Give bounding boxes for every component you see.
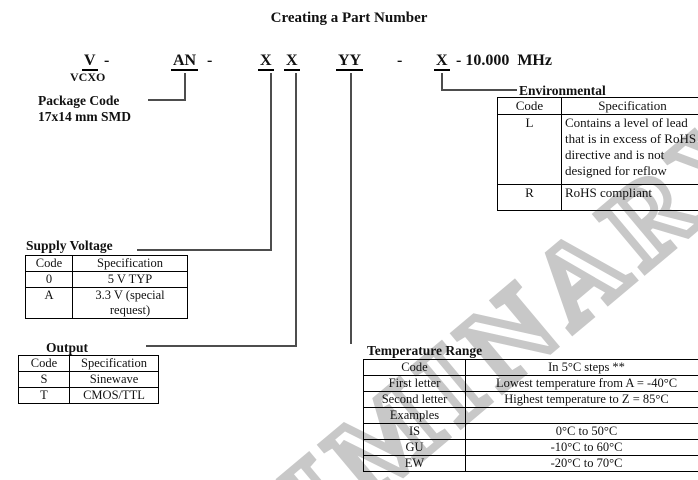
connector-environmental-horizontal [441, 89, 517, 91]
table-row: A 3.3 V (special request) [25, 287, 188, 319]
table-row: EW -20°C to 70°C [363, 455, 698, 472]
code-cell: Second letter [363, 391, 466, 408]
page-title: Creating a Part Number [270, 10, 428, 26]
output-table: Code Specification S Sinewave T CMOS/TTL [18, 355, 159, 404]
spec-cell: 0°C to 50°C [465, 423, 698, 440]
environmental-table: Code Specification L Contains a level of… [497, 97, 698, 211]
table-row: L Contains a level of lead that is in ex… [497, 114, 698, 185]
table-row: Second letter Highest temperature to Z =… [363, 391, 698, 408]
connector-series-vertical [184, 73, 186, 101]
table-row: Code In 5°C steps ** [363, 359, 698, 376]
pn-series-code: AN [171, 52, 199, 71]
pn-dash-3: - [397, 52, 403, 69]
spec-cell: RoHS compliant [561, 184, 698, 211]
header-cell: Specification [561, 97, 698, 115]
spec-cell: Contains a level of lead that is in exce… [561, 114, 698, 185]
header-cell: Code [25, 255, 73, 272]
table-row: First letter Lowest temperature from A =… [363, 375, 698, 392]
table-row: IS 0°C to 50°C [363, 423, 698, 440]
pn-env-code: X [434, 52, 450, 71]
package-code-label: Package Code 17x14 mm SMD [38, 93, 131, 124]
spec-cell: In 5°C steps ** [465, 359, 698, 376]
temperature-range-table: Code In 5°C steps ** First letter Lowest… [363, 359, 698, 472]
table-row: T CMOS/TTL [18, 387, 159, 404]
connector-supply-vertical [270, 73, 272, 251]
output-title: Output [46, 340, 89, 355]
connector-environmental-vertical [441, 73, 443, 90]
header-cell: Code [497, 97, 562, 115]
temperature-range-title: Temperature Range [367, 343, 483, 358]
table-row: Examples [363, 407, 698, 424]
table-row: S Sinewave [18, 371, 159, 388]
spec-cell: 5 V TYP [72, 271, 188, 288]
spec-cell: Lowest temperature from A = -40°C [465, 375, 698, 392]
code-cell: EW [363, 455, 466, 472]
header-cell: Specification [69, 355, 159, 372]
connector-temperature-vertical [350, 73, 352, 344]
connector-series-horizontal [148, 99, 186, 101]
table-header-row: Code Specification [18, 355, 159, 372]
connector-supply-horizontal [137, 249, 272, 251]
code-cell: 0 [25, 271, 73, 288]
code-cell: GU [363, 439, 466, 456]
code-cell: L [497, 114, 562, 185]
header-cell: Code [18, 355, 70, 372]
code-cell: A [25, 287, 73, 319]
pn-dash-1: - [104, 52, 110, 69]
pn-supply-code: X [258, 52, 274, 71]
connector-output-horizontal [146, 345, 297, 347]
code-cell: IS [363, 423, 466, 440]
pn-dash-2: - [207, 52, 213, 69]
code-cell: Examples [363, 407, 466, 424]
pn-temp-code: YY [336, 52, 364, 71]
table-row: GU -10°C to 60°C [363, 439, 698, 456]
code-cell: R [497, 184, 562, 211]
environmental-title: Environmental [519, 83, 606, 98]
spec-cell [465, 407, 698, 424]
supply-voltage-table: Code Specification 0 5 V TYP A 3.3 V (sp… [25, 255, 188, 319]
header-cell: Specification [72, 255, 188, 272]
spec-cell: -20°C to 70°C [465, 455, 698, 472]
code-cell: T [18, 387, 70, 404]
code-cell: S [18, 371, 70, 388]
spec-cell: Highest temperature to Z = 85°C [465, 391, 698, 408]
connector-output-vertical [295, 73, 297, 347]
table-header-row: Code Specification [497, 97, 698, 115]
code-cell: Code [363, 359, 466, 376]
spec-cell: CMOS/TTL [69, 387, 159, 404]
spec-cell: Sinewave [69, 371, 159, 388]
spec-cell: 3.3 V (special request) [72, 287, 188, 319]
table-row: R RoHS compliant [497, 184, 698, 211]
pn-frequency: - 10.000 MHz [456, 52, 552, 69]
table-row: 0 5 V TYP [25, 271, 188, 288]
table-header-row: Code Specification [25, 255, 188, 272]
vcxo-label: VCXO [70, 70, 106, 84]
code-cell: First letter [363, 375, 466, 392]
pn-package-letter: V [82, 52, 98, 71]
supply-voltage-title: Supply Voltage [26, 238, 113, 253]
pn-output-code: X [284, 52, 300, 71]
spec-cell: -10°C to 60°C [465, 439, 698, 456]
